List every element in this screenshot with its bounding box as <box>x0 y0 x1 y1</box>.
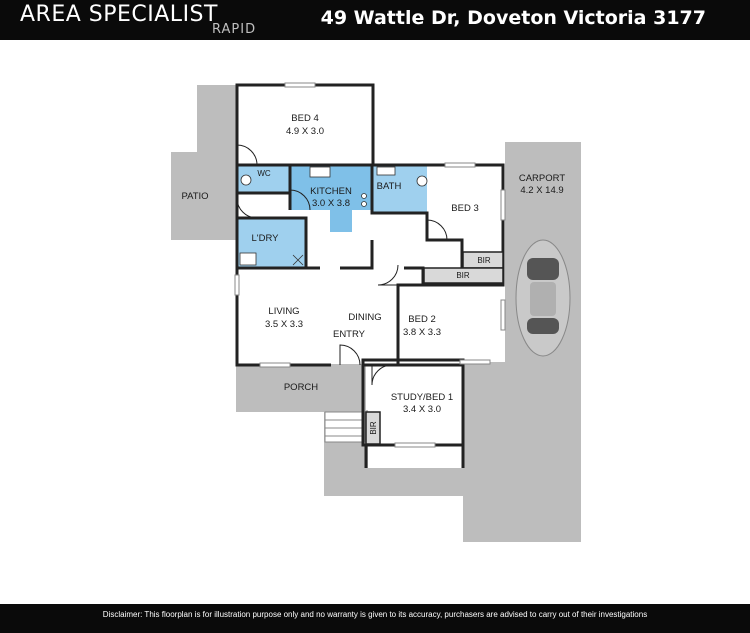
bir-study-label: BIR <box>369 421 378 435</box>
porch-area <box>236 364 366 412</box>
fixtures <box>239 166 428 266</box>
brand-subtitle: RAPID <box>212 22 257 37</box>
wc-label: WC <box>257 169 271 178</box>
kitchen-label: KITCHEN <box>310 186 352 197</box>
study-dims: 3.4 X 3.0 <box>403 404 441 415</box>
sink-icon <box>309 166 331 178</box>
outdoor-areas <box>171 85 581 542</box>
kitchen-floor <box>290 165 372 232</box>
front-step-strip <box>324 468 464 496</box>
bir-bed2-label: BIR <box>456 271 470 280</box>
kitchen-dims: 3.0 X 3.8 <box>312 198 350 209</box>
stove-icon <box>361 201 367 207</box>
bed2-dims: 3.8 X 3.3 <box>403 327 441 338</box>
stove-icon <box>361 193 367 199</box>
floor-plan: BED 4 4.9 X 3.0 WC KITCHEN 3.0 X 3.8 BAT… <box>171 82 581 542</box>
dining-label: DINING <box>348 312 381 323</box>
carport-dims: 4.2 X 14.9 <box>520 185 563 196</box>
bath-label: BATH <box>377 181 402 192</box>
windows <box>234 82 506 448</box>
built-in-robes <box>365 251 504 445</box>
laundry-label: L'DRY <box>252 233 280 244</box>
disclaimer-text: Disclaimer: This floorplan is for illust… <box>102 610 648 619</box>
living-label: LIVING <box>268 306 299 317</box>
bed2-label: BED 2 <box>408 314 435 325</box>
bed3-label: BED 3 <box>451 203 478 214</box>
living-dims: 3.5 X 3.3 <box>265 319 303 330</box>
property-address: 49 Wattle Dr, Doveton Victoria 3177 <box>320 7 706 29</box>
disclaimer-footer: Disclaimer: This floorplan is for illust… <box>0 604 750 633</box>
car-icon <box>515 239 571 357</box>
wet-areas <box>237 165 427 268</box>
porch-label: PORCH <box>284 382 318 393</box>
carport-label: CARPORT <box>519 173 565 184</box>
bir-study <box>365 411 381 445</box>
study-label: STUDY/BED 1 <box>391 392 453 403</box>
doors <box>236 144 448 386</box>
dryer-icon <box>292 254 304 266</box>
patio-label: PATIO <box>181 191 208 202</box>
header-bar: AREA SPECIALIST RAPID 49 Wattle Dr, Dove… <box>0 0 750 40</box>
toilet-icon <box>240 174 252 186</box>
patio-area <box>171 85 237 240</box>
carport-lower-strip <box>463 362 505 542</box>
bed4-label: BED 4 <box>291 113 318 124</box>
bir-bed3-label: BIR <box>477 256 491 265</box>
entry-label: ENTRY <box>333 329 366 340</box>
toilet-icon <box>416 175 428 187</box>
laundry-tub-icon <box>239 252 257 266</box>
bed4-dims: 4.9 X 3.0 <box>286 126 324 137</box>
stairs <box>324 411 366 443</box>
basin-icon <box>376 166 396 176</box>
bir-bed2 <box>423 267 504 284</box>
room-labels: BED 4 4.9 X 3.0 WC KITCHEN 3.0 X 3.8 BAT… <box>181 113 565 435</box>
walls <box>235 83 505 468</box>
brand-logo: AREA SPECIALIST <box>20 2 218 27</box>
